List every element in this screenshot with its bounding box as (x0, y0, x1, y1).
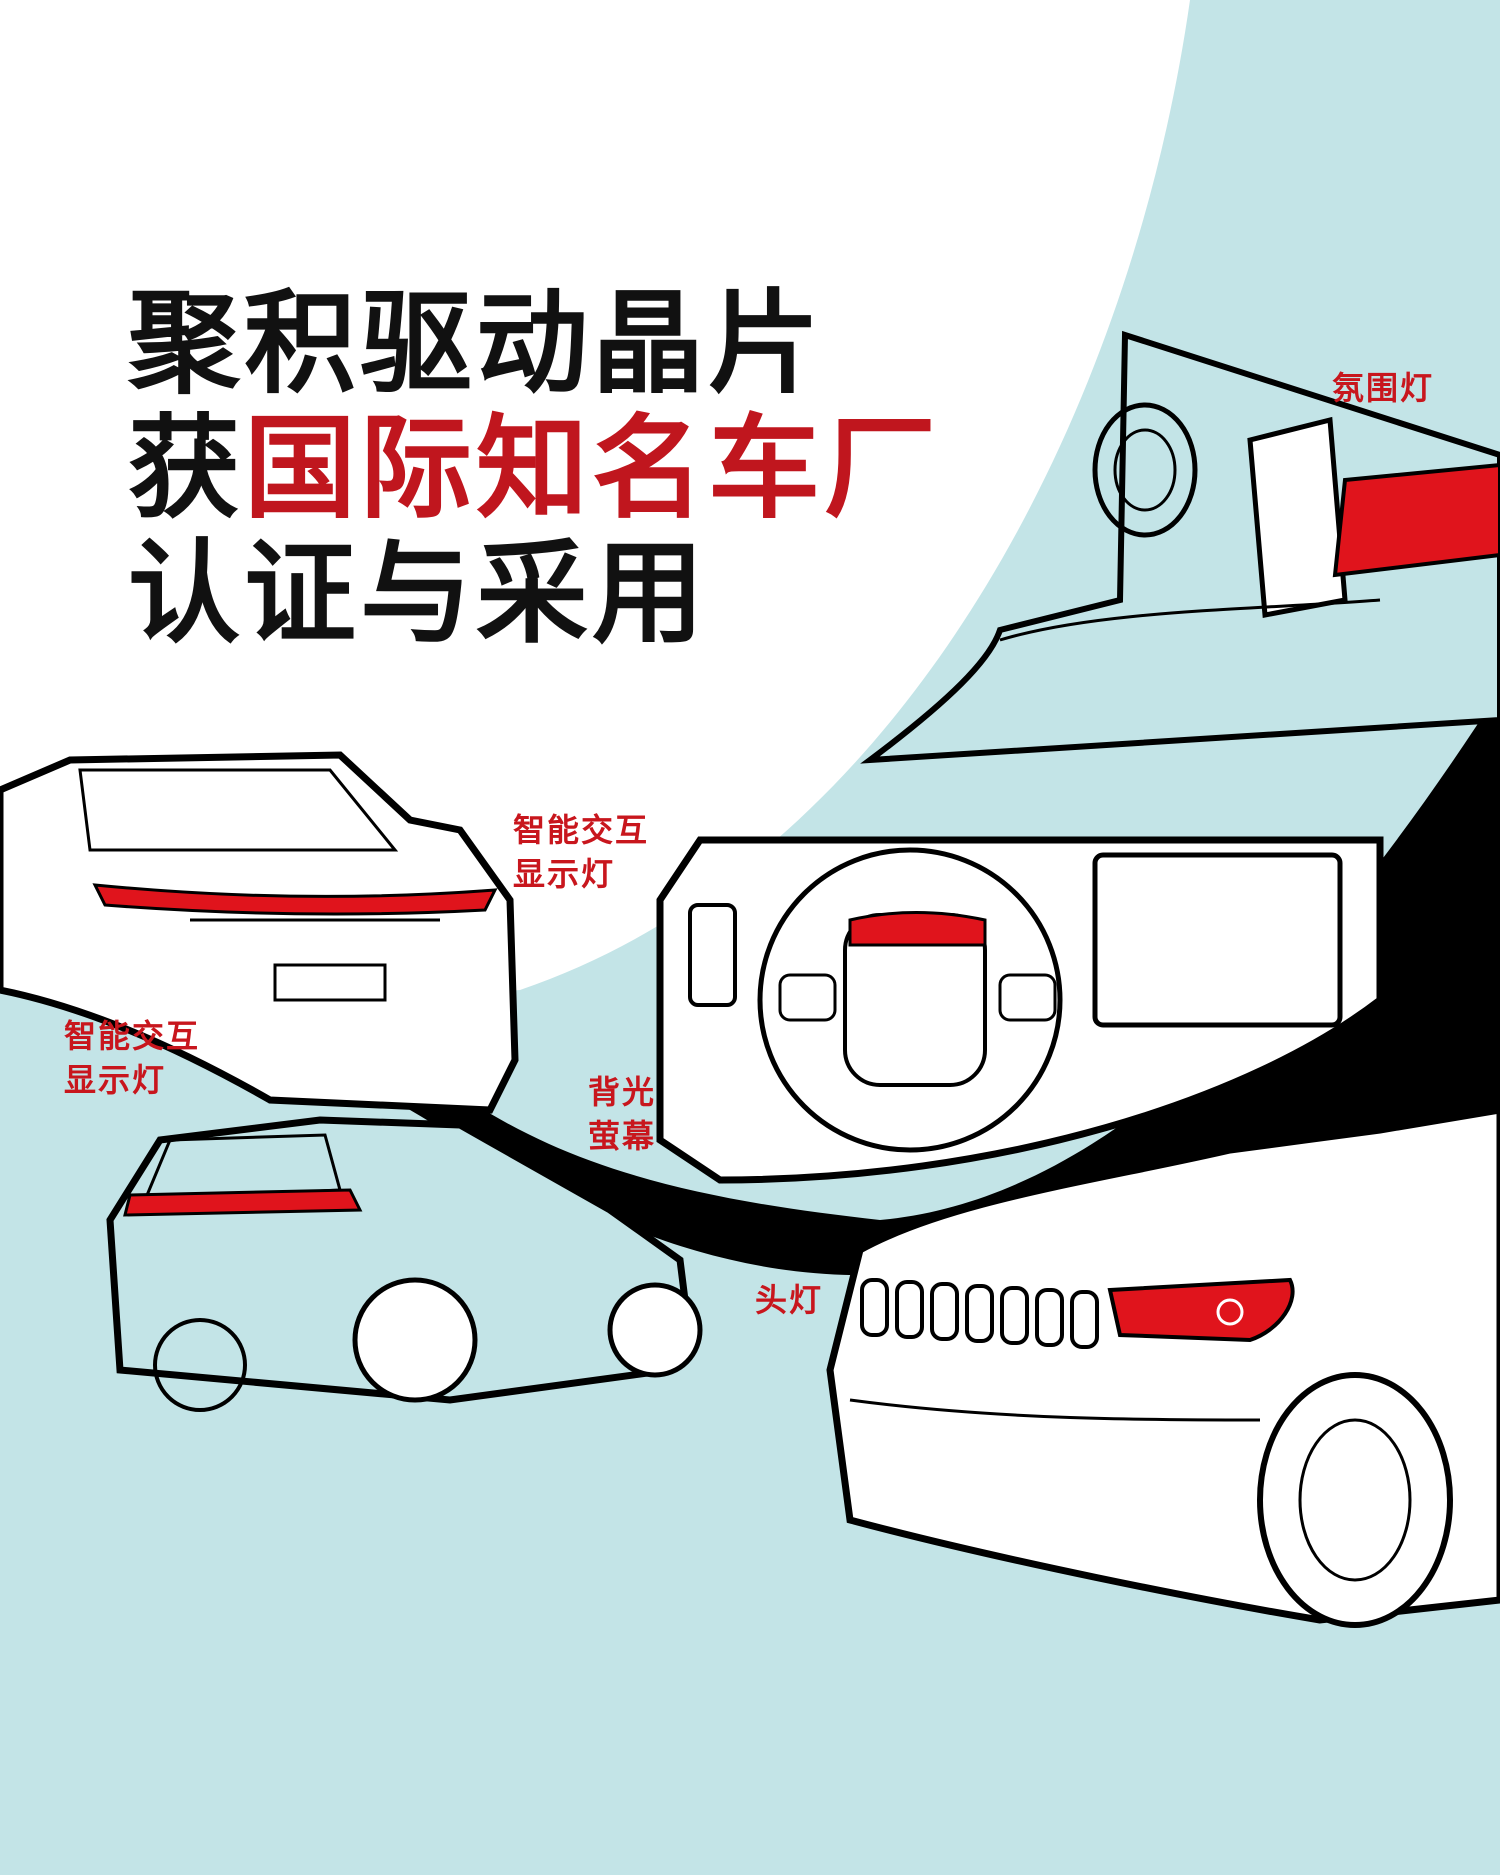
headline-line-2-prefix: 获 (128, 404, 244, 534)
front-interactive-light (92, 883, 498, 916)
headlight (1107, 1277, 1295, 1343)
jeep-suv-illustration (826, 1106, 1500, 1628)
headline-line-3: 认证与采用 (128, 529, 708, 659)
label-line: 背光 (588, 1073, 657, 1111)
dashboard-interior-illustration (860, 330, 1500, 764)
steering-wheel-illustration (656, 836, 1384, 1184)
black-wave (0, 690, 1500, 1276)
label-interactive-display-top: 智能交互 显示灯 (513, 808, 649, 896)
label-line: 萤幕 (588, 1117, 657, 1155)
label-line: 智能交互 (64, 1017, 201, 1055)
rear-interactive-light (123, 1188, 363, 1217)
ambient-light-strip (1332, 462, 1500, 578)
headline-line-1: 聚积驱动晶片 (128, 279, 824, 409)
headline: 聚积驱动晶片 获国际知名车厂 认证与采用 (128, 282, 940, 657)
headline-line-2-highlight: 国际知名车厂 (244, 404, 940, 534)
label-line: 显示灯 (64, 1061, 167, 1099)
label-line: 智能交互 (513, 811, 650, 849)
label-interactive-display-left: 智能交互 显示灯 (64, 1014, 200, 1102)
label-backlight-screen: 背光 萤幕 (588, 1070, 656, 1158)
label-headlight: 头灯 (755, 1281, 824, 1319)
label-line: 显示灯 (513, 855, 616, 893)
headline-line-2: 获国际知名车厂 (128, 407, 940, 532)
steering-display-light (848, 911, 987, 947)
rear-suv-illustration (106, 1116, 703, 1412)
label-ambient-light: 氛围灯 (1332, 369, 1435, 407)
front-suv-illustration (0, 751, 519, 1114)
white-arc-region (0, 0, 1190, 992)
